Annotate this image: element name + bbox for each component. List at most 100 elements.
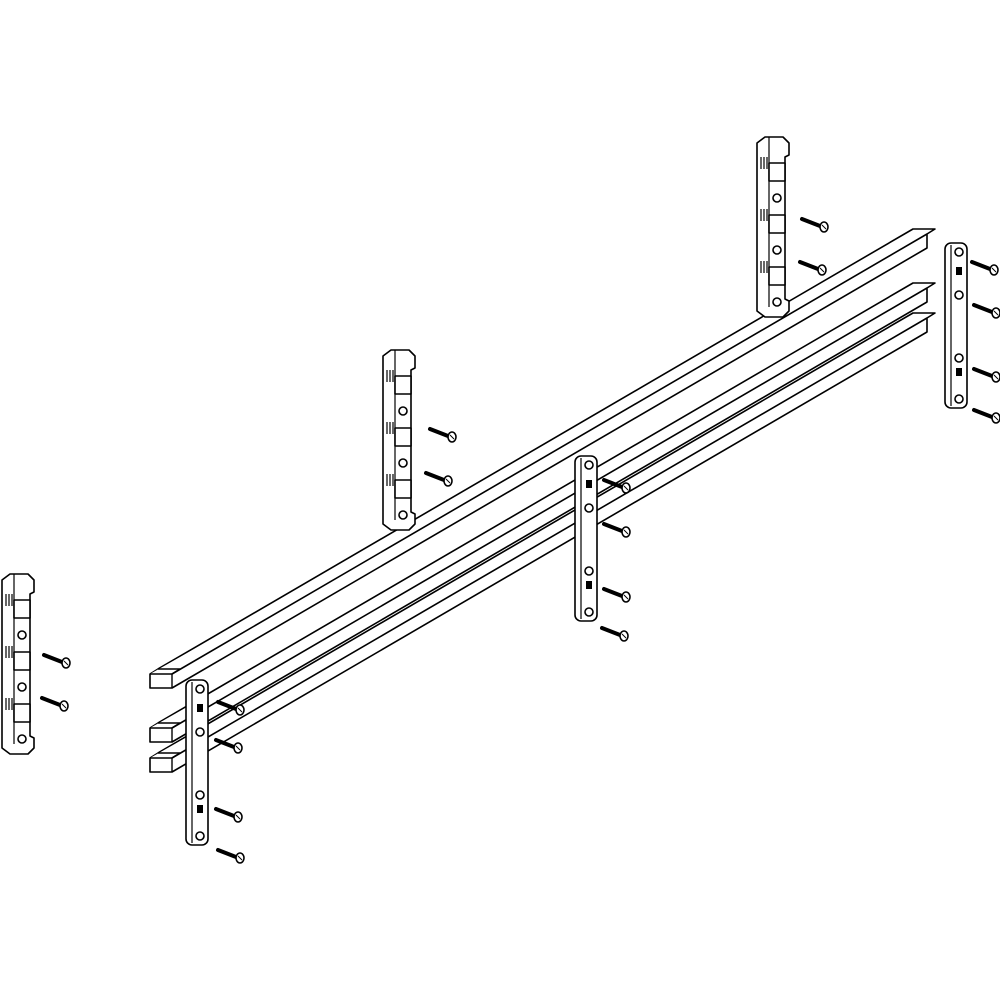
screw-shaft (972, 408, 994, 419)
comb-holder-slot (394, 427, 412, 447)
comb-holder-hole (398, 406, 408, 416)
comb-holder (1, 573, 35, 755)
screw-shaft (216, 700, 238, 711)
comb-holder-slot (394, 479, 412, 499)
strap-slot (956, 267, 962, 275)
strap-slot (197, 704, 203, 712)
screw (216, 700, 245, 716)
screw (798, 260, 827, 276)
strap-hole (584, 607, 594, 617)
strap-hole (584, 503, 594, 513)
strap-slot (197, 805, 203, 813)
screw-drive (621, 633, 627, 639)
comb-holder-hole (17, 630, 27, 640)
screw (970, 260, 999, 276)
strap-hole (195, 790, 205, 800)
comb-holder-hole (772, 245, 782, 255)
comb-holder-hole (398, 458, 408, 468)
comb-holder-hole (772, 297, 782, 307)
busbar-edge (171, 668, 181, 675)
screw-shaft (40, 696, 62, 707)
screw (602, 587, 631, 603)
screw-drive (237, 707, 243, 713)
busbars (149, 228, 936, 773)
busbar (149, 312, 936, 773)
screw (800, 217, 829, 233)
screw-drive (445, 478, 451, 484)
busbar-edge (171, 722, 181, 729)
busbar-edge (150, 317, 928, 759)
strap-hole (954, 247, 964, 257)
comb-holder-hole (17, 682, 27, 692)
comb-holder-slot (13, 703, 31, 723)
strap-slot (586, 480, 592, 488)
busbar (149, 228, 936, 689)
screw-drive (821, 224, 827, 230)
strap-slot (956, 368, 962, 376)
screw-shaft (214, 807, 236, 818)
screw-shaft (800, 217, 822, 228)
screw-drive (235, 745, 241, 751)
comb-holder-slot (13, 651, 31, 671)
screw-drive (623, 485, 629, 491)
comb-holder (756, 136, 790, 318)
screw (972, 367, 1000, 383)
screw (216, 848, 245, 864)
comb-holder-slot (768, 214, 786, 234)
screw (424, 471, 453, 487)
screw-drive (993, 310, 999, 316)
screw (972, 408, 1000, 424)
screw-shaft (602, 522, 624, 533)
strap-hole (954, 353, 964, 363)
strap-hole (195, 831, 205, 841)
strap-hole (954, 394, 964, 404)
strap-hole (584, 460, 594, 470)
screw-shaft (428, 427, 450, 438)
screw-drive (449, 434, 455, 440)
screw-shaft (214, 738, 236, 749)
strap-hole (584, 566, 594, 576)
screw-shaft (600, 626, 622, 637)
screw-shaft (972, 367, 994, 378)
screw-drive (623, 594, 629, 600)
screw-shaft (424, 471, 446, 482)
connector-straps (185, 242, 968, 846)
busbar-edge (150, 233, 928, 675)
busbar-edge (171, 752, 181, 759)
screw-drive (235, 814, 241, 820)
screw (600, 626, 629, 642)
screw (214, 807, 243, 823)
comb-holder-slot (394, 375, 412, 395)
screw (972, 303, 1000, 319)
screw (602, 522, 631, 538)
comb-holder-slot (768, 162, 786, 182)
screw-drive (63, 660, 69, 666)
screw-shaft (602, 587, 624, 598)
screw (40, 696, 69, 712)
screw-drive (623, 529, 629, 535)
screw-drive (61, 703, 67, 709)
screw-drive (993, 374, 999, 380)
strap-hole (195, 684, 205, 694)
connector-strap (185, 679, 209, 846)
connector-strap (574, 455, 598, 622)
screw-shaft (798, 260, 820, 271)
strap-slot (586, 581, 592, 589)
busbar-edge (150, 287, 928, 729)
comb-holder-hole (772, 193, 782, 203)
comb-holder (382, 349, 416, 531)
screw (42, 653, 71, 669)
comb-holder-hole (398, 510, 408, 520)
screw-shaft (970, 260, 992, 271)
comb-holder-slot (13, 599, 31, 619)
screw-drive (237, 855, 243, 861)
screw-shaft (216, 848, 238, 859)
screws (40, 217, 1000, 864)
screw-shaft (972, 303, 994, 314)
screw-drive (993, 415, 999, 421)
screw-shaft (602, 478, 624, 489)
busbar (149, 282, 936, 743)
comb-holder-slot (768, 266, 786, 286)
comb-holders (1, 136, 790, 755)
